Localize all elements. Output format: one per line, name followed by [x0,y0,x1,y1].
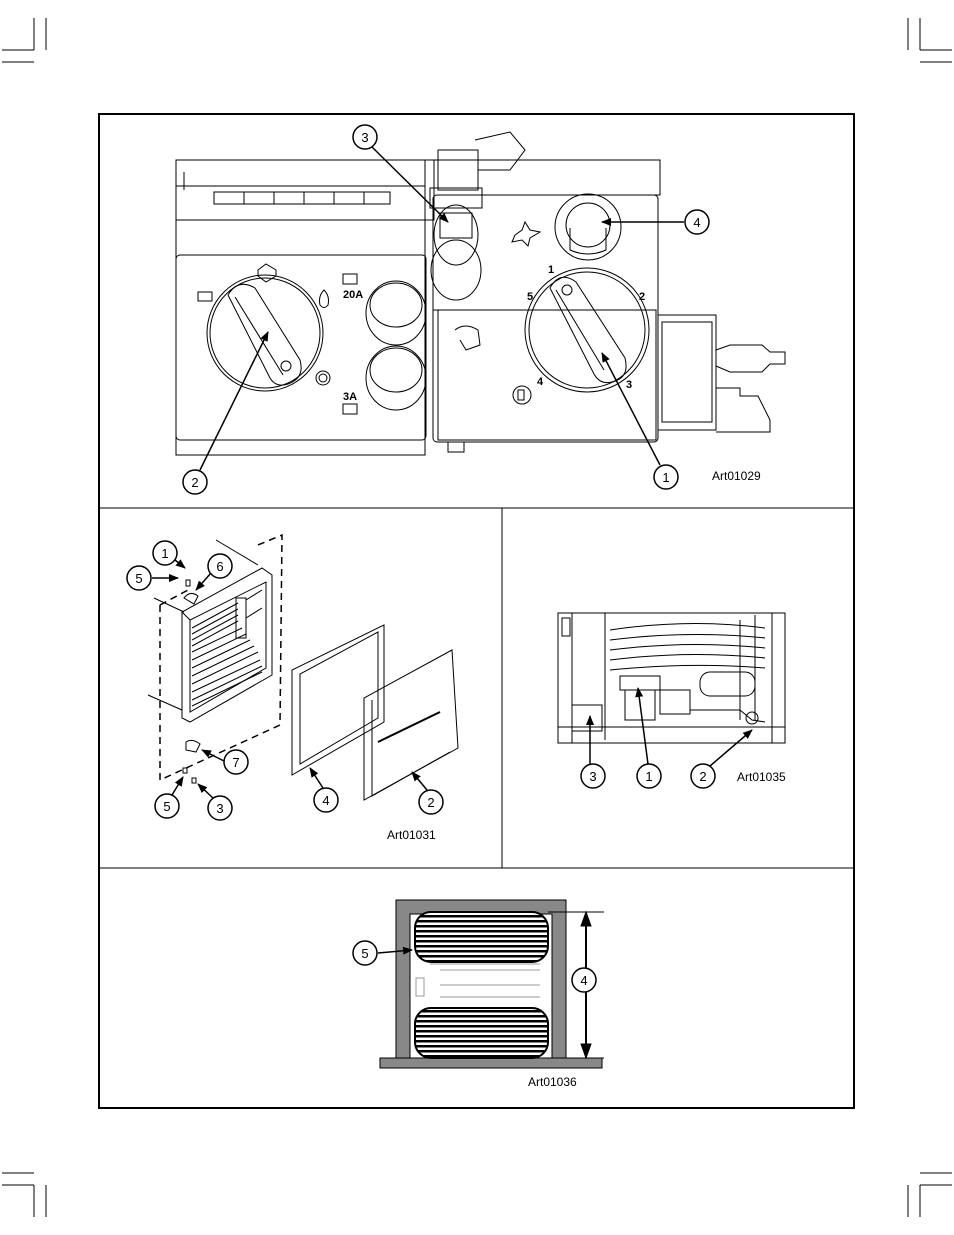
door-assembly-exploded-view [148,535,458,800]
svg-text:4: 4 [580,973,587,988]
art-id-middle-right: Art01035 [737,770,786,784]
callout-mr-1: 1 [637,688,661,788]
fuse-holder-3a [366,346,426,410]
callout-ml-7: 7 [202,750,248,774]
fuse-label-3a: 3A [343,391,357,403]
dial-number-5: 5 [527,291,533,303]
svg-text:2: 2 [699,769,706,784]
svg-text:1: 1 [161,546,168,561]
svg-text:4: 4 [693,215,700,230]
svg-text:7: 7 [232,755,239,770]
callout-ml-4: 4 [310,768,338,812]
ventilation-clearance-diagram [380,900,604,1068]
art-id-top: Art01029 [712,469,761,483]
callout-ml-5-lower: 5 [155,777,183,818]
control-panel-illustration [176,132,785,455]
art-id-bottom: Art01036 [528,1075,577,1089]
terminal-strip [214,192,390,204]
callout-ml-5-upper: 5 [127,566,178,590]
svg-text:2: 2 [427,795,434,810]
fuse-holder-20a [366,281,426,345]
gas-valve [430,132,525,300]
dial-number-1: 1 [548,264,554,276]
fuse-label-20a: 20A [343,289,363,301]
svg-text:5: 5 [163,799,170,814]
dial-number-2: 2 [639,291,645,303]
svg-text:6: 6 [216,559,223,574]
callout-ml-1: 1 [153,541,185,568]
dial-number-3: 3 [626,379,632,391]
mode-selector-knob [207,275,323,391]
svg-text:3: 3 [216,801,223,816]
callout-ml-3: 3 [198,784,232,820]
callout-ml-6: 6 [196,554,232,590]
lower-vent [415,1008,548,1058]
upper-vent [415,912,548,962]
svg-text:4: 4 [322,793,329,808]
ignition-button [555,194,621,260]
callout-top-1: 1 [602,353,678,489]
svg-text:3: 3 [589,769,596,784]
door-shelves [192,590,262,706]
svg-text:2: 2 [191,475,198,490]
callout-ml-2: 2 [412,772,443,814]
terminal-block [620,676,660,690]
callout-top-2: 2 [183,332,268,494]
dial-number-4: 4 [537,376,544,388]
callout-bottom-4: 4 [572,968,596,992]
svg-text:5: 5 [361,946,368,961]
rear-view-illustration [558,613,785,743]
thermostat-knob [525,268,649,392]
svg-text:1: 1 [662,470,669,485]
svg-text:1: 1 [645,769,652,784]
door-panel-frame [292,625,384,775]
svg-text:3: 3 [361,130,368,145]
condenser-coils [610,615,765,720]
art-id-middle-left: Art01031 [387,828,436,842]
svg-text:5: 5 [135,571,142,586]
